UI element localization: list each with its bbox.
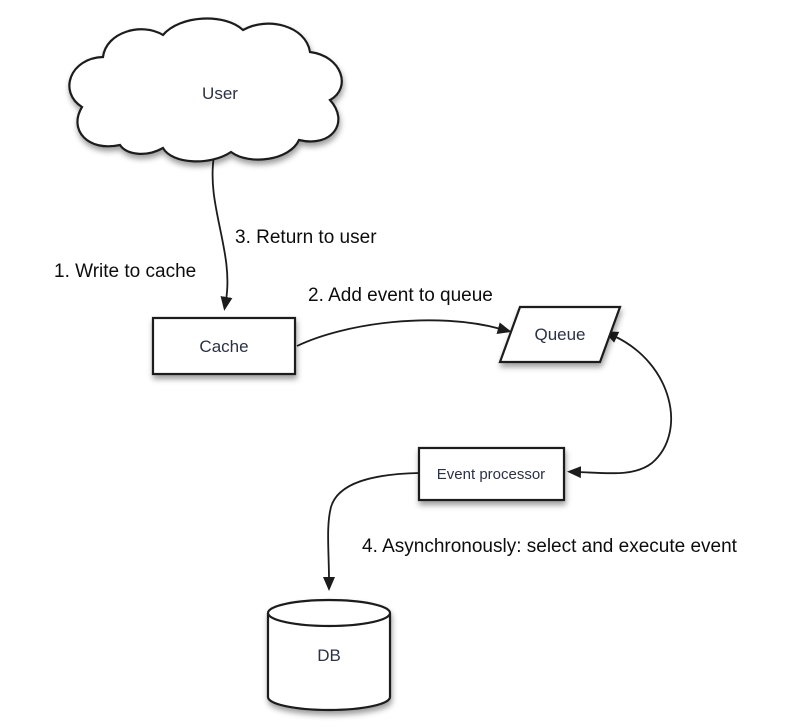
- db-cylinder-top: [266, 598, 392, 628]
- node-cache: [151, 316, 297, 376]
- annotation-step3: 3. Return to user: [235, 227, 377, 248]
- edge-user-to-cache: [211, 155, 233, 311]
- edge-cache-to-queue: [296, 319, 512, 347]
- cache-box: [151, 316, 297, 376]
- db-cylinder-body: [266, 613, 392, 712]
- db-label: DB: [317, 646, 341, 665]
- cloud-shape: [68, 17, 343, 163]
- annotation-step2: 2. Add event to queue: [308, 285, 493, 306]
- user-label: User: [202, 84, 238, 103]
- node-db: [266, 598, 392, 712]
- event-processor-box: [417, 446, 566, 502]
- node-user: [68, 17, 343, 163]
- node-queue: [498, 305, 622, 364]
- queue-parallelogram: [498, 305, 622, 364]
- edge-event-processor-to-db: [322, 472, 420, 591]
- node-event-processor: [417, 446, 566, 502]
- edge-queue-event-processor: [567, 331, 673, 479]
- event-processor-label: Event processor: [437, 466, 545, 483]
- annotation-step4: 4. Asynchronously: select and execute ev…: [362, 536, 738, 557]
- annotation-step1: 1. Write to cache: [54, 261, 196, 282]
- cache-label: Cache: [199, 337, 248, 356]
- queue-label: Queue: [534, 325, 585, 344]
